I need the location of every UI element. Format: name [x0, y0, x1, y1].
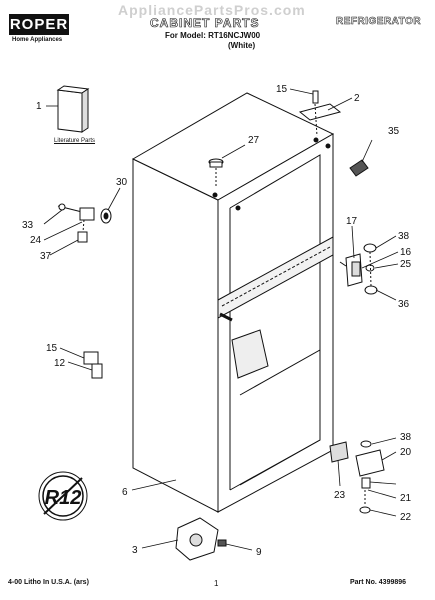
brand-subtitle: Home Appliances	[12, 37, 63, 43]
callout-2: 2	[354, 93, 360, 104]
callout-9: 9	[256, 547, 262, 558]
callout-22: 22	[400, 512, 412, 523]
callout-6: 6	[122, 487, 128, 498]
callout-12: 12	[54, 358, 66, 369]
footer-page-number: 1	[214, 579, 219, 588]
leader-lines	[43, 88, 399, 551]
left-valve-assembly-icon	[57, 203, 112, 243]
callout-30: 30	[116, 177, 128, 188]
literature-book-icon	[56, 85, 90, 133]
callout-3: 3	[132, 545, 138, 556]
footer-litho: 4-00 Litho In U.S.A. (ars)	[8, 579, 89, 586]
callout-15-left: 15	[46, 343, 58, 354]
callout-37: 37	[40, 251, 52, 262]
part-27-plug-icon	[208, 158, 224, 188]
color-line: (White)	[228, 41, 256, 50]
callout-21: 21	[400, 493, 412, 504]
callout-1: 1	[36, 101, 42, 112]
callout-24: 24	[30, 235, 42, 246]
r12-badge-text: R12	[45, 487, 82, 509]
callout-25: 25	[400, 259, 412, 270]
middle-hinge-assembly-icon	[339, 243, 378, 295]
bracket-12-icon	[83, 351, 103, 379]
callout-33: 33	[22, 220, 34, 231]
part-23-plate-icon	[329, 441, 349, 463]
part-35-cap-icon	[349, 159, 369, 177]
page-title: CABINET PARTS	[150, 16, 260, 31]
callout-15-top: 15	[276, 84, 288, 95]
callout-20: 20	[400, 447, 412, 458]
bottom-hinge-assembly-icon	[355, 440, 385, 514]
brand-logo: ROPER	[9, 14, 69, 35]
footer-part-number: Part No. 4399896	[350, 579, 407, 586]
top-hinge-icon	[298, 90, 342, 137]
model-line: For Model: RT16NCJW00	[165, 31, 261, 40]
callout-23: 23	[334, 490, 346, 501]
callout-35: 35	[388, 126, 400, 137]
watermark: AppliancePartsPros.com	[118, 2, 306, 18]
literature-caption: Literature Parts	[54, 138, 96, 144]
callout-16: 16	[400, 247, 412, 258]
callout-17: 17	[346, 216, 358, 227]
callout-38-mid: 38	[398, 231, 410, 242]
callout-36: 36	[398, 299, 410, 310]
cabinet-body	[131, 92, 335, 513]
callout-labels: 1 2 3 6 9 12 15 15 16 17 20 21 22 23 24 …	[22, 84, 412, 558]
callout-27: 27	[248, 135, 260, 146]
category-title: REFRIGERATOR	[336, 16, 422, 28]
callout-38-bottom: 38	[400, 432, 412, 443]
bottom-bracket-icon	[175, 517, 227, 561]
r12-slash	[43, 477, 83, 515]
